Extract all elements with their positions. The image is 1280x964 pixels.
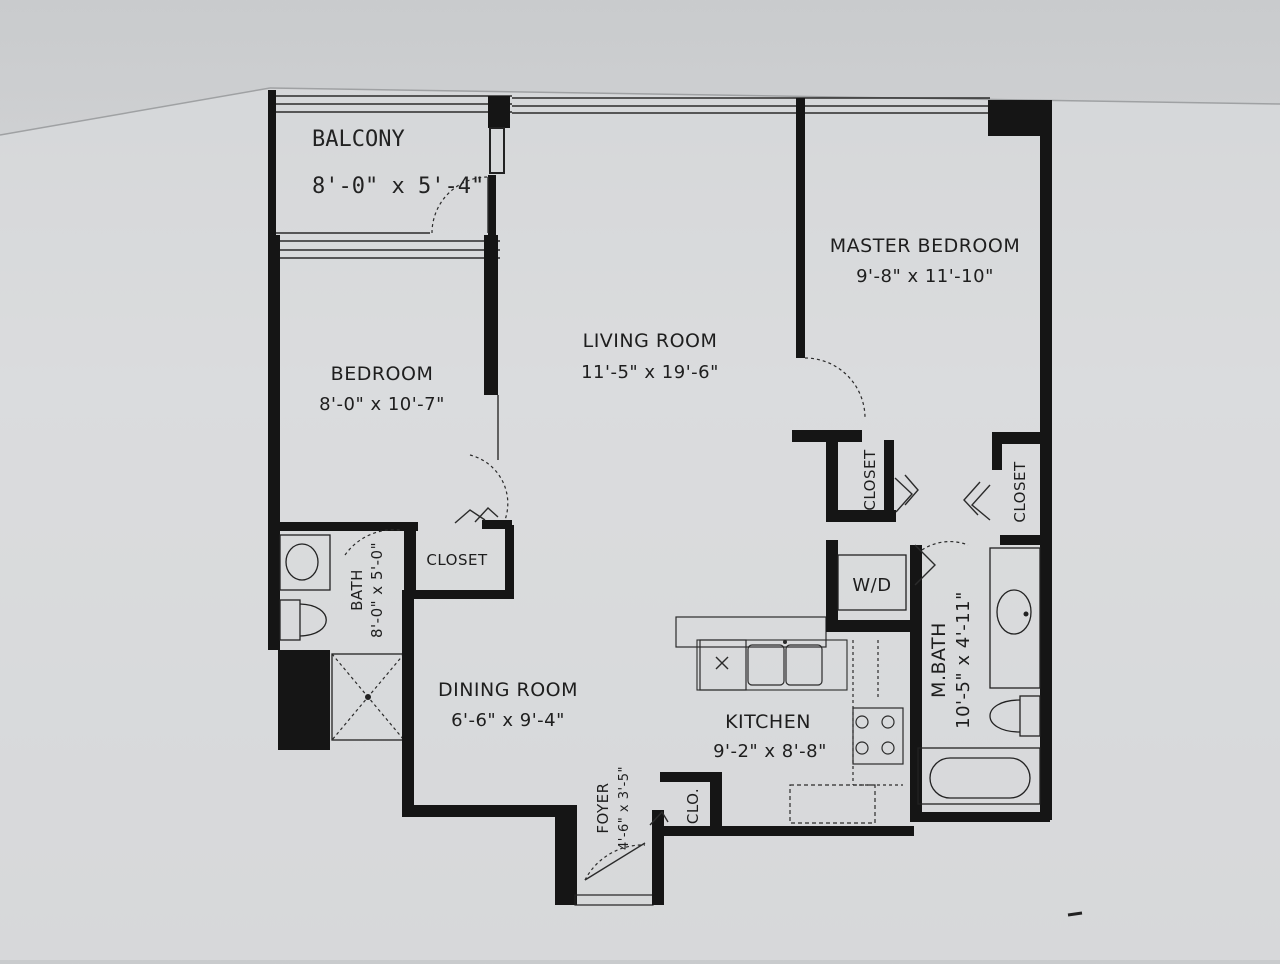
- bedroom-name: BEDROOM: [331, 363, 434, 385]
- living-room-dims: 11'-5" x 19'-6": [581, 362, 719, 383]
- master-bath-name: M.BATH: [928, 622, 950, 698]
- bath-name: BATH: [348, 569, 366, 611]
- balcony-name: BALCONY: [312, 127, 405, 152]
- kitchen-fixtures: [675, 616, 904, 824]
- foyer-dims: 4'-6" x 3'-5": [617, 766, 632, 850]
- foyer-name: FOYER: [594, 782, 612, 833]
- foyer-closet-label: CLO.: [684, 788, 702, 824]
- bath-fixtures: [268, 529, 414, 815]
- balcony-outline: [268, 90, 512, 235]
- paper-edge: [269, 87, 1280, 105]
- bath-dims: 8'-0" x 5'-0": [368, 542, 386, 638]
- master-closet-left-label: CLOSET: [861, 449, 879, 511]
- paper-sheet: [0, 88, 1280, 960]
- paper-edge: [0, 87, 271, 136]
- washer-dryer-label: W/D: [852, 575, 891, 596]
- kitchen-name: KITCHEN: [725, 711, 811, 733]
- dining-room-dims: 6'-6" x 9'-4": [451, 710, 565, 731]
- kitchen-dims: 9'-2" x 8'-8": [713, 741, 827, 762]
- bedroom-closet-label: CLOSET: [426, 551, 488, 569]
- master-bedroom-walls: [792, 100, 1052, 820]
- paper-mark: [1067, 911, 1083, 917]
- bedroom-closet: [404, 525, 514, 599]
- bedroom-walls: [268, 235, 512, 531]
- balcony-dims: 8'-0" x 5'-4": [312, 174, 484, 199]
- window-wall-top: [512, 97, 1050, 358]
- laundry-and-master-bath: [826, 540, 1050, 822]
- dining-room-name: DINING ROOM: [438, 679, 578, 701]
- master-bath-dims: 10'-5" x 4'-11": [953, 591, 974, 729]
- master-closet-right-label: CLOSET: [1011, 461, 1029, 523]
- bedroom-dims: 8'-0" x 10'-7": [319, 394, 445, 415]
- living-room-name: LIVING ROOM: [583, 330, 718, 352]
- master-bedroom-name: MASTER BEDROOM: [830, 235, 1020, 257]
- master-bedroom-dims: 9'-8" x 11'-10": [856, 266, 994, 287]
- dining-foyer-walls: [402, 772, 914, 906]
